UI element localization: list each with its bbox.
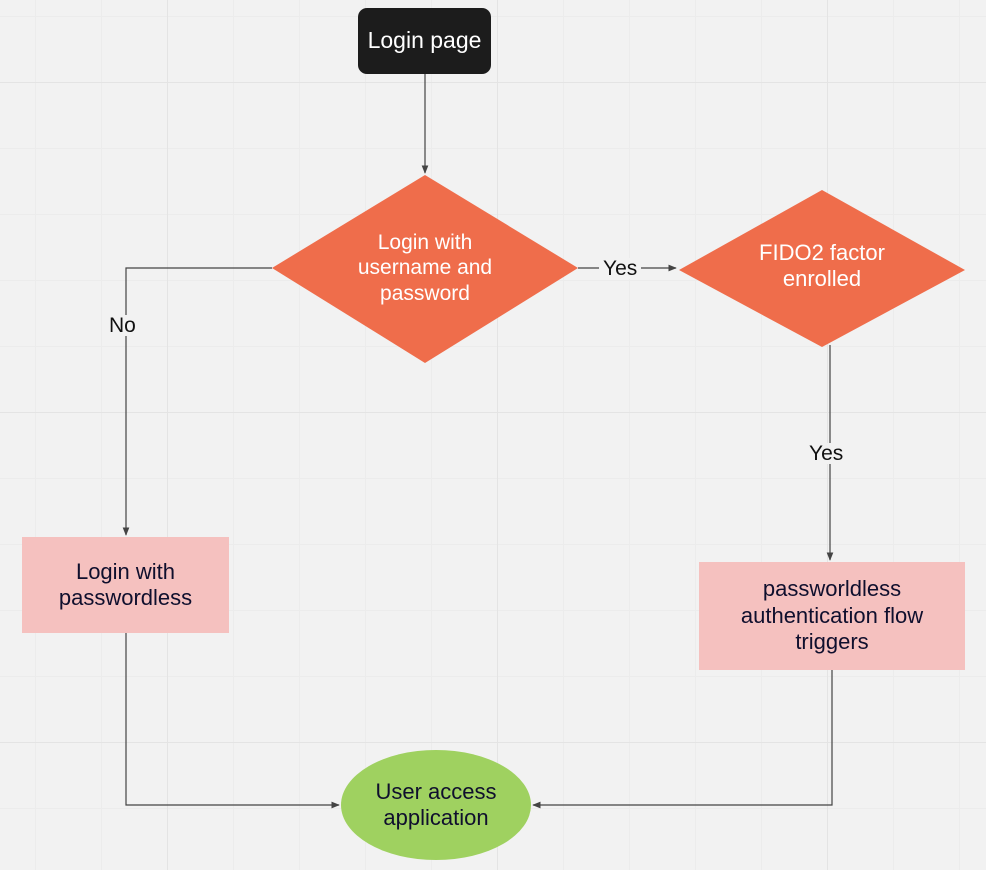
login-credentials-decision-node [272, 175, 578, 363]
user-access-node [341, 750, 531, 860]
edge-label-no: No [105, 315, 140, 336]
fido2-enrolled-decision-node [679, 190, 965, 347]
edge-label-yes-right: Yes [599, 258, 642, 279]
connector-decision-to-passwordless-login [122, 267, 272, 536]
login-page-node [358, 8, 491, 74]
fido2-enrolled-label: FIDO2 factor enrolled [759, 239, 885, 291]
login-credentials-label: Login with username and password [357, 231, 493, 305]
login-passwordless-label: Login with passwordless [58, 558, 193, 610]
connector-passwordless-flow-to-user-access [532, 670, 833, 809]
user-access-label: User access application [375, 778, 497, 830]
edge-label-yes-down: Yes [805, 443, 848, 464]
login-page-label: Login page [367, 27, 482, 54]
passwordless-flow-label: passworldless authentication flow trigge… [740, 576, 924, 655]
connector-passwordless-login-to-user-access [125, 633, 340, 809]
login-passwordless-node [22, 537, 229, 633]
passwordless-flow-node [699, 562, 965, 670]
